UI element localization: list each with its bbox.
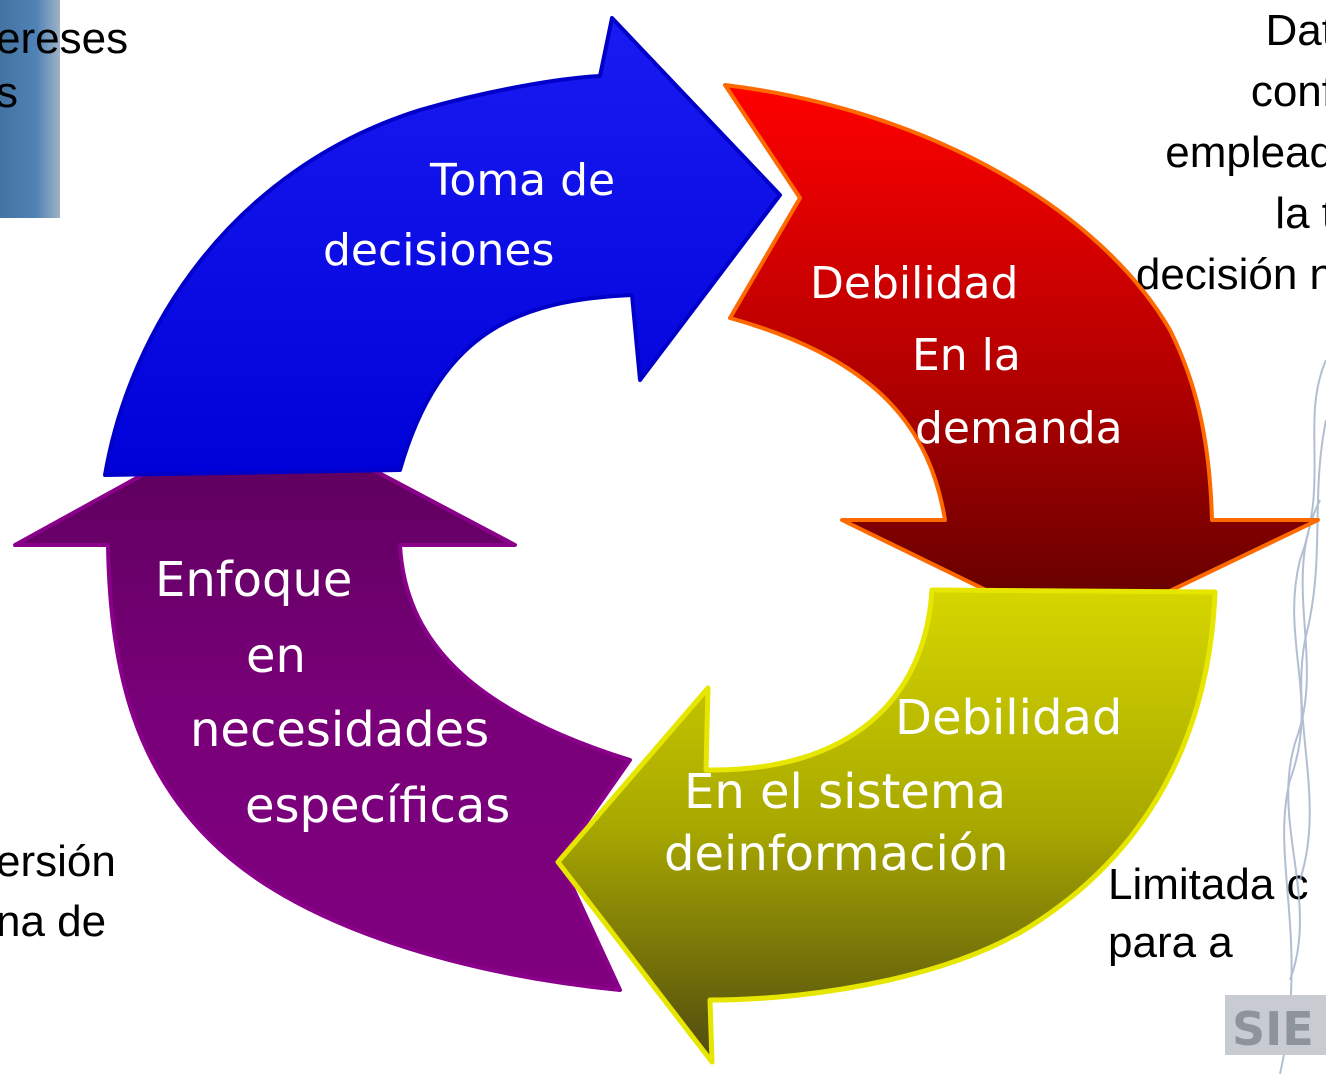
fragment-top-left: ereses s (0, 14, 129, 117)
stage-label-sistema-line-2: En el sistema (684, 764, 1007, 820)
stage-label-demanda-line-2: En la (912, 330, 1021, 381)
svg-text:SIE: SIE (1232, 1002, 1314, 1056)
arrow-toma-de-decisiones (103, 16, 782, 477)
arrow-enfoque (13, 408, 632, 992)
stage-label-demanda-line-3: demanda (915, 403, 1123, 454)
fragment-top-right: Dat conf emplead la t decisión n (1135, 6, 1326, 299)
stage-label-toma-line-1: Toma de (430, 155, 616, 206)
arrow-debilidad-sistema (555, 587, 1218, 1065)
arrow-debilidad-demanda (723, 83, 1320, 637)
stage-label-demanda-line-1: Debilidad (810, 258, 1019, 309)
stage-label-toma-line-2: decisiones (323, 225, 555, 276)
stage-label-enfoque-line-3: necesidades (190, 702, 490, 758)
decorative-lines (1279, 359, 1326, 1074)
side-box-accent (0, 0, 60, 218)
stage-label-sistema-line-3: deinformación (664, 826, 1009, 882)
fragment-bottom-left: ersión na de (0, 837, 116, 946)
stage-label-enfoque-line-1: Enfoque (155, 552, 353, 608)
fragment-bottom-right: Limitada c para a (1108, 860, 1309, 967)
stage-label-sistema-line-1: Debilidad (895, 690, 1123, 746)
sie-logo-icon: SIE (1225, 995, 1326, 1056)
stage-label-enfoque-line-2: en (246, 628, 306, 684)
stage-label-enfoque-line-4: específicas (245, 778, 511, 834)
